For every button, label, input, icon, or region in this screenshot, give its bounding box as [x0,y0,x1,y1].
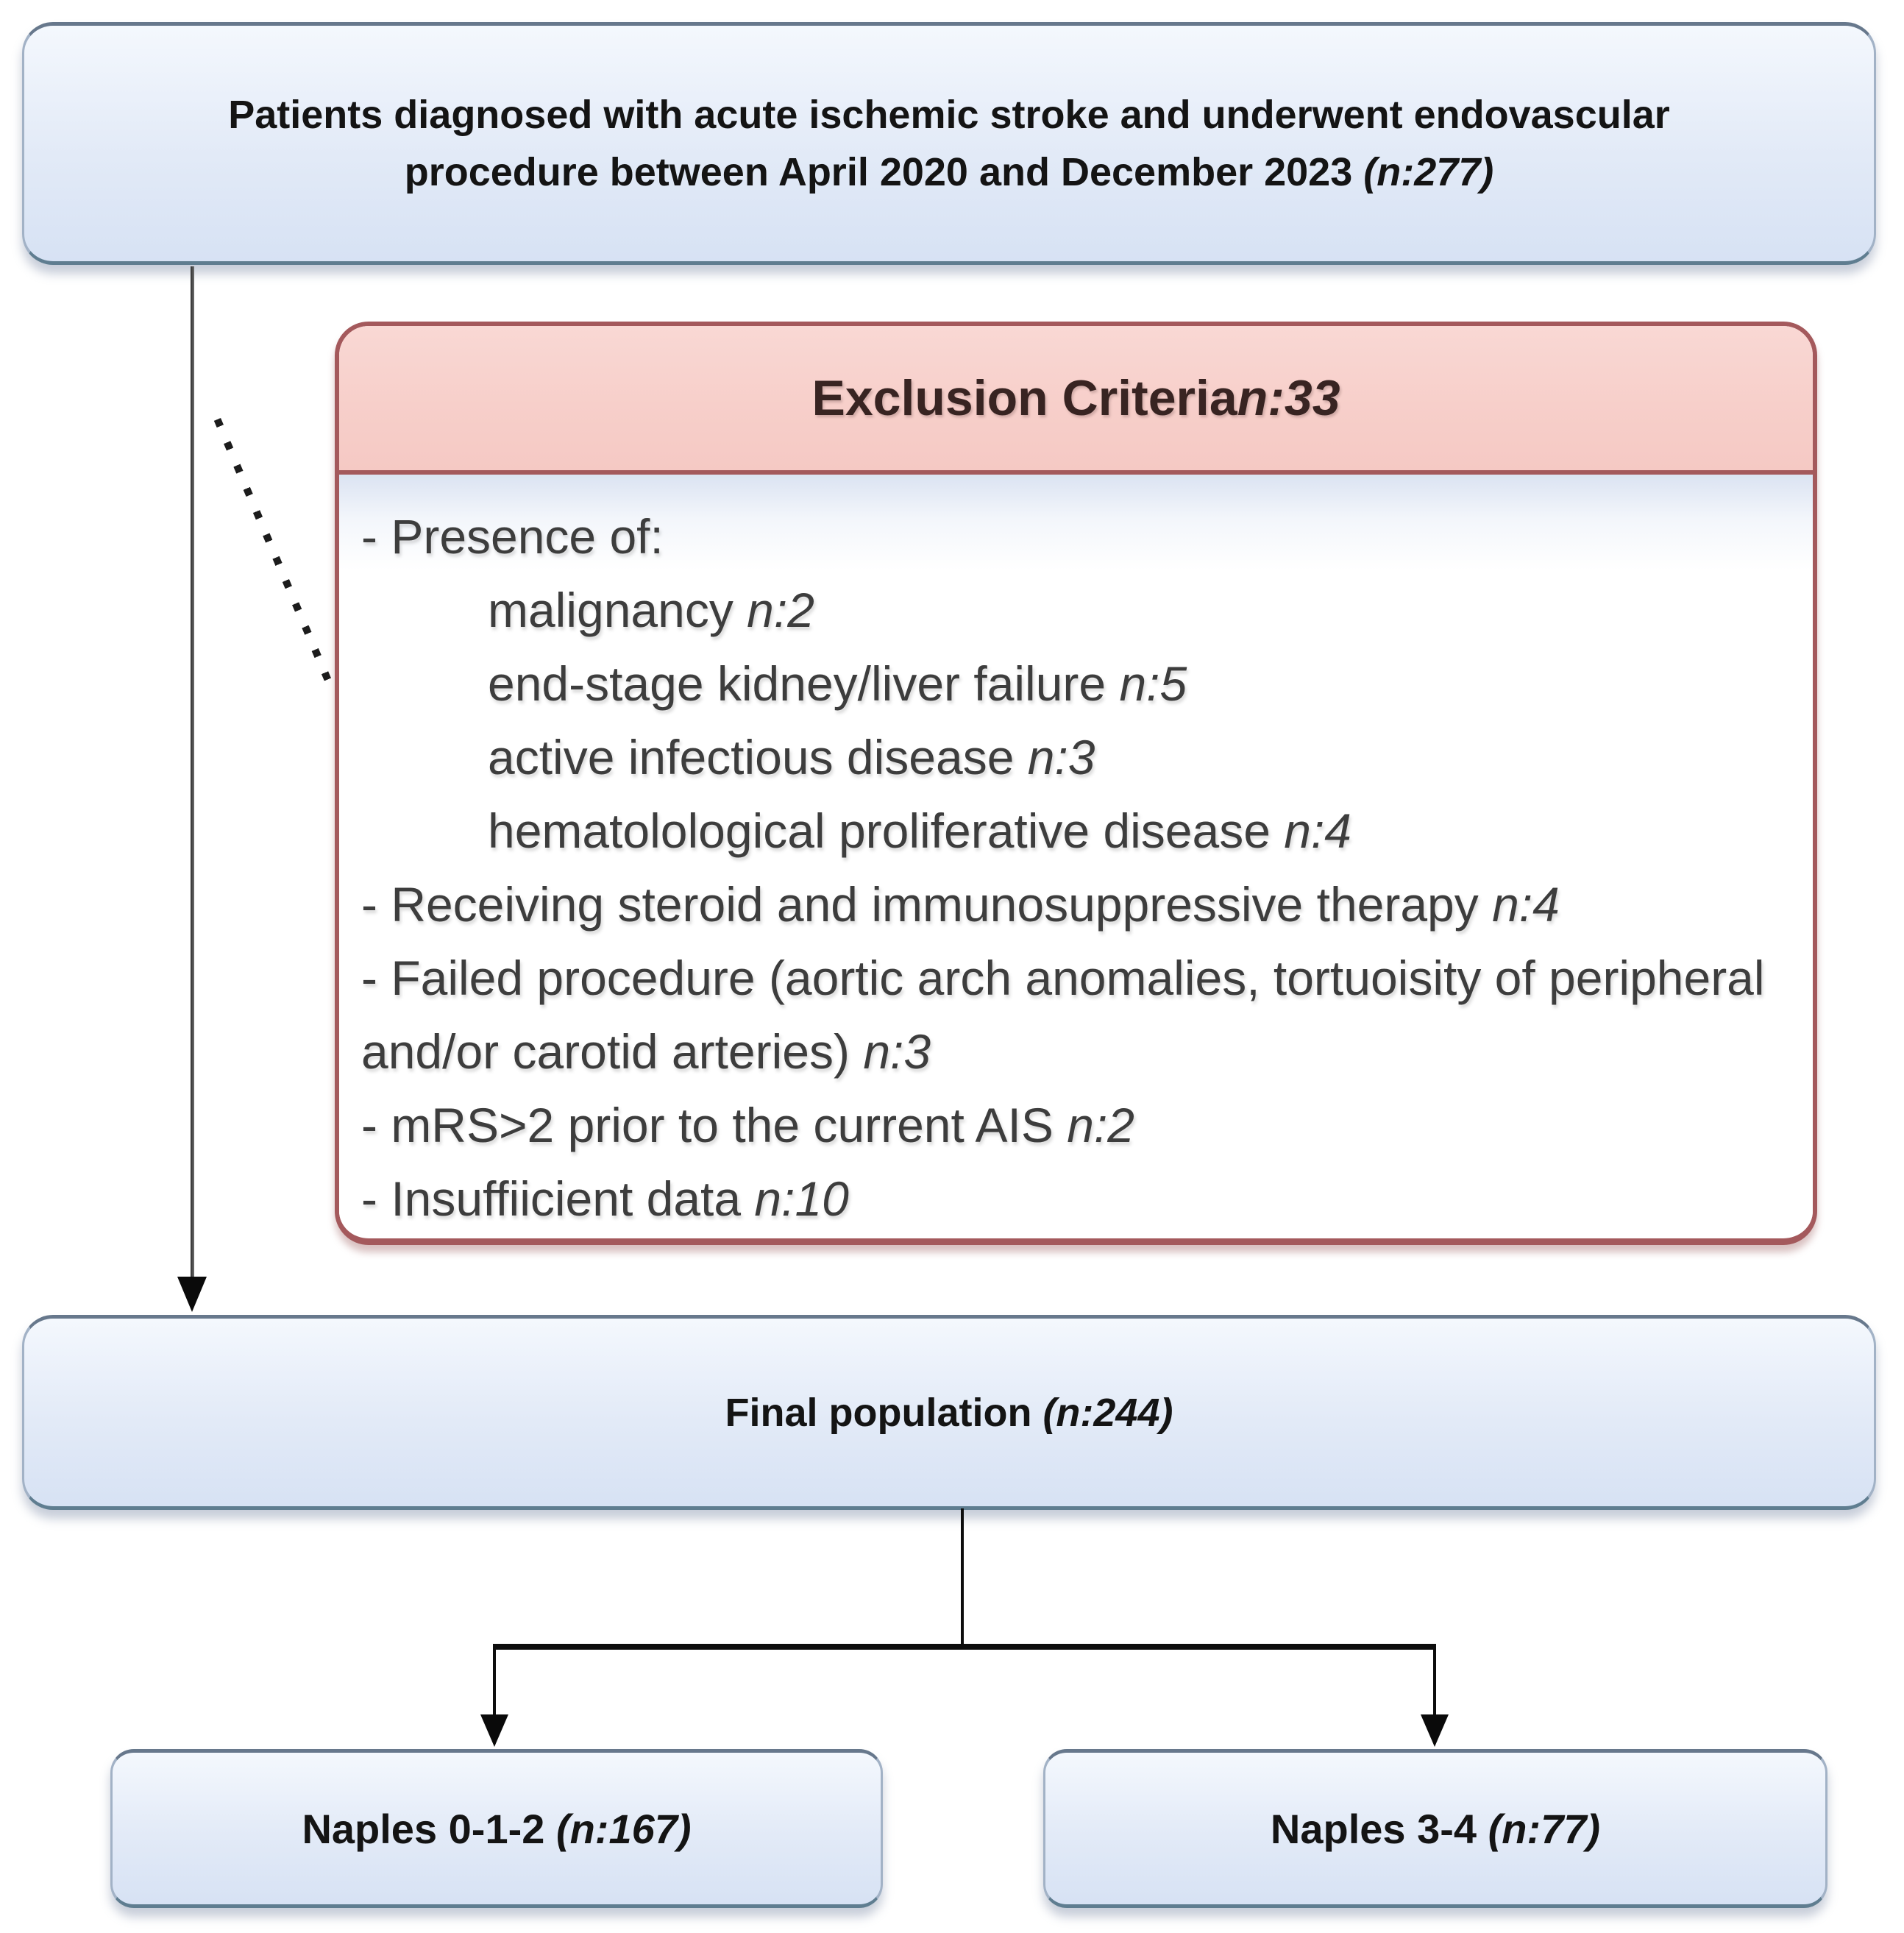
arrow-to-naples-high-head [1421,1714,1449,1747]
naples-high-text: Naples 3-4 (n:77) [1270,1805,1601,1852]
arrow-to-naples-high-line [1433,1647,1436,1717]
arrow-to-naples-low-line [493,1647,496,1717]
exclusion-item: hematolological proliferative disease n:… [488,804,1352,858]
arrow-top-to-final-line [191,266,194,1278]
node-initial-population: Patients diagnosed with acute ischemic s… [22,22,1876,265]
arrow-to-naples-low-head [480,1714,508,1747]
exclusion-item: active infectious disease n:3 [488,730,1095,784]
naples-low-count: (n:167) [555,1805,692,1852]
exclusion-item: - mRS>2 prior to the current AIS n:2 [361,1098,1134,1152]
node-exclusion-criteria: Exclusion Criteria n:33 - Presence of: m… [335,322,1817,1245]
exclusion-item: end-stage kidney/liver failure n:5 [488,656,1187,711]
initial-population-count: (n:277) [1363,150,1494,194]
final-population-count: (n:244) [1042,1390,1173,1435]
exclusion-item: - Failed procedure (aortic arch anomalie… [361,951,1765,1079]
exclusion-item: - Presence of: [361,509,664,564]
naples-high-count: (n:77) [1488,1805,1601,1852]
exclusion-list: - Presence of: malignancy n:2 end-stage … [339,475,1813,1235]
split-horizontal-line [493,1644,1436,1650]
exclusion-item: malignancy n:2 [488,583,814,637]
initial-population-line2: procedure between April 2020 and Decembe… [404,150,1494,194]
exclusion-item: - Insuffiicient data n:10 [361,1171,849,1226]
arrow-top-to-final-head [177,1277,207,1312]
exclusion-header: Exclusion Criteria n:33 [339,326,1813,475]
node-naples-low: Naples 0-1-2 (n:167) [110,1749,883,1908]
node-naples-high: Naples 3-4 (n:77) [1043,1749,1827,1908]
exclusion-title: Exclusion Criteria [811,370,1237,426]
naples-low-text: Naples 0-1-2 (n:167) [302,1805,692,1852]
initial-population-text: Patients diagnosed with acute ischemic s… [24,86,1874,201]
exclusion-title-count: n:33 [1237,370,1340,426]
node-final-population: Final population (n:244) [22,1315,1876,1510]
split-stem-line [961,1508,964,1647]
exclusion-item: - Receiving steroid and immunosuppressiv… [361,877,1560,932]
dotted-connector-line [213,418,337,695]
final-population-text: Final population (n:244) [725,1390,1173,1435]
initial-population-line1: Patients diagnosed with acute ischemic s… [228,93,1670,137]
